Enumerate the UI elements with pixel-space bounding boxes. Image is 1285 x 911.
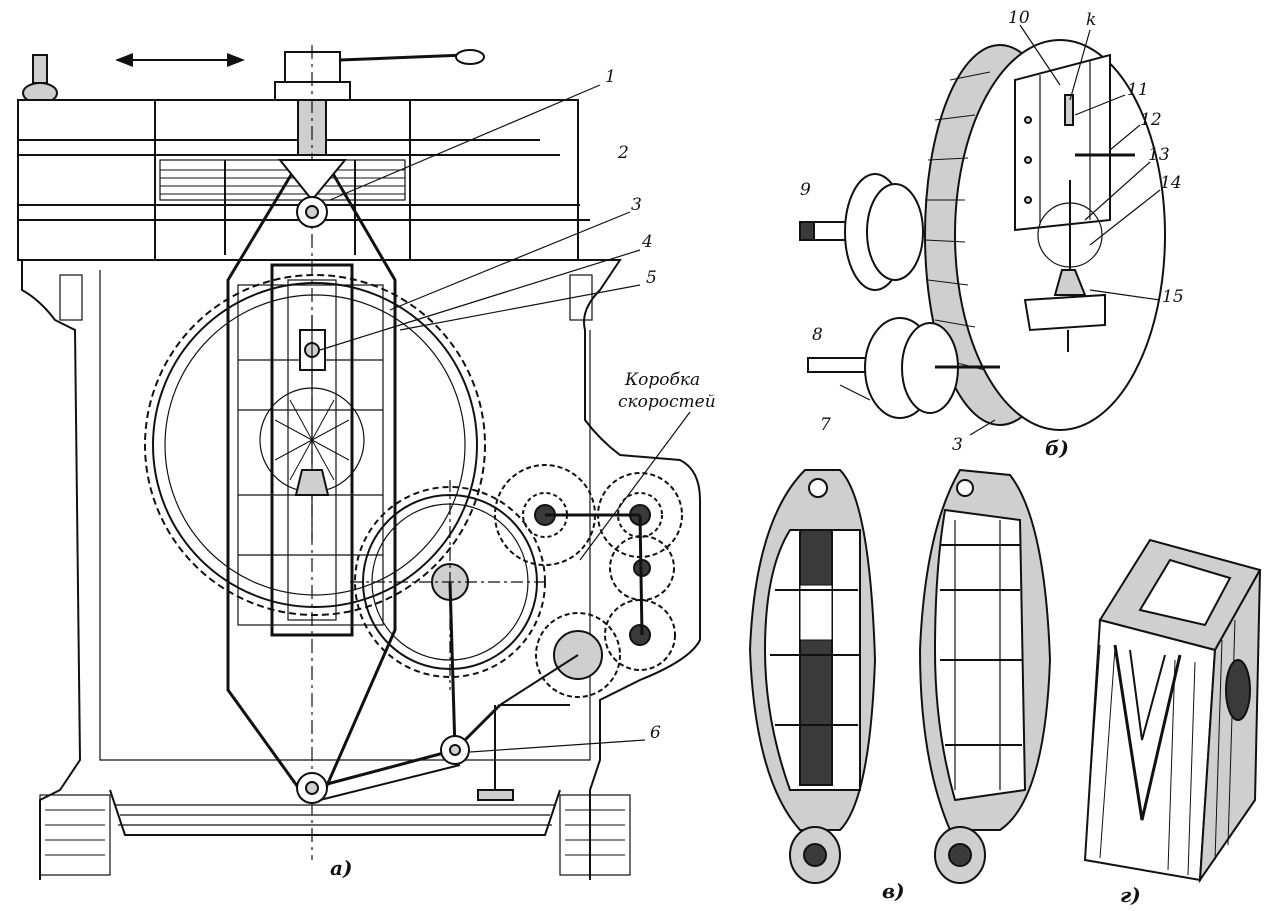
panel-g-slider-block: г) xyxy=(1083,538,1262,907)
crank-slide xyxy=(259,263,365,637)
feet-hatching xyxy=(45,809,625,856)
panel-v-rocker-castings: в) xyxy=(748,468,1052,903)
panel-a-machine-section: 1 2 3 4 5 6 Коробка скоростей а) xyxy=(17,45,716,880)
label-1: 1 xyxy=(605,67,616,87)
label-11: 11 xyxy=(1127,80,1149,100)
label-15: 15 xyxy=(1162,287,1184,307)
label-5: 5 xyxy=(646,268,657,288)
label-3b: 3 xyxy=(952,435,963,455)
label-4: 4 xyxy=(641,232,653,252)
label-12: 12 xyxy=(1140,110,1162,130)
caption-v: в) xyxy=(882,879,905,903)
block-face-hatch xyxy=(1084,619,1236,876)
panel-b-crank-disc: 10 k 11 12 13 14 15 9 8 7 3 б) xyxy=(799,8,1184,460)
bull-gear xyxy=(144,274,486,616)
label-2: 2 xyxy=(617,143,629,163)
gearbox-label-line2: скоростей xyxy=(618,392,716,412)
label-10: 10 xyxy=(1008,8,1030,28)
label-9: 9 xyxy=(800,180,811,200)
label-8: 8 xyxy=(812,325,823,345)
label-3: 3 xyxy=(631,195,642,215)
caption-g: г) xyxy=(1120,883,1141,907)
label-6: 6 xyxy=(650,723,661,743)
label-13: 13 xyxy=(1148,145,1170,165)
double-arrow-icon xyxy=(115,53,245,67)
label-7: 7 xyxy=(820,415,831,435)
gearbox-label-line1: Коробка xyxy=(624,370,700,390)
caption-a: а) xyxy=(330,856,352,880)
rocker-arm xyxy=(226,159,397,791)
label-14: 14 xyxy=(1160,173,1182,193)
disc-rim-ticks xyxy=(924,71,991,371)
disc-face xyxy=(954,39,1166,431)
gearbox-gears xyxy=(494,464,683,698)
label-k: k xyxy=(1086,10,1096,30)
leader-lines-a xyxy=(319,84,691,753)
rocker-casting-back xyxy=(918,468,1052,884)
rocker-casting-front xyxy=(748,469,877,884)
feed-linkage xyxy=(296,581,579,804)
leader-lines-b xyxy=(839,24,1161,436)
bevel-gear-hatch xyxy=(274,395,350,485)
caption-b: б) xyxy=(1045,436,1069,460)
